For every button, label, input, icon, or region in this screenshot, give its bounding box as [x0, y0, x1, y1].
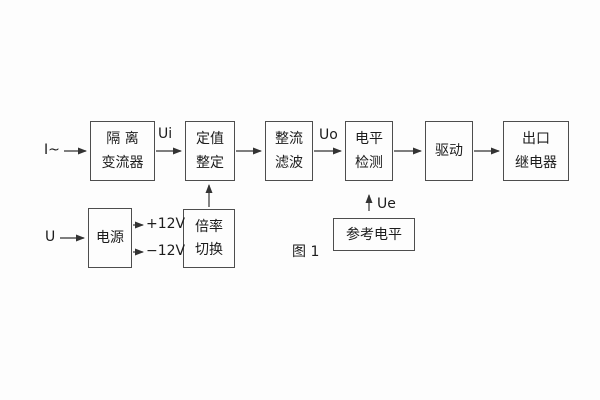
block-line: 电源 [96, 230, 124, 246]
block-output-relay: 出口 继电器 [503, 121, 569, 181]
block-ratio-switch: 倍率 切换 [183, 209, 235, 268]
block-line: 出口 [522, 131, 550, 147]
label-input-current: I~ [44, 142, 60, 158]
block-line: 电平 [355, 131, 383, 147]
label-plus-12v: +12V [146, 216, 186, 232]
label-ue-signal: Ue [377, 196, 396, 212]
label-minus-12v: −12V [146, 243, 186, 259]
block-line: 整流 [275, 131, 303, 147]
block-reference-level: 参考电平 [333, 218, 415, 251]
block-line: 变流器 [101, 155, 144, 171]
block-rectifier-filter: 整流 滤波 [265, 121, 313, 181]
figure-caption: 图 1 [292, 244, 320, 260]
block-line: 继电器 [515, 155, 557, 171]
block-line: 定值 [196, 131, 224, 147]
label-ui-signal: Ui [158, 126, 173, 142]
block-level-detect: 电平 检测 [345, 121, 393, 181]
block-line: 参考电平 [346, 226, 402, 243]
block-line: 整定 [196, 155, 224, 171]
block-setpoint-adjust: 定值 整定 [185, 121, 235, 181]
block-power-supply: 电源 [88, 208, 132, 268]
block-line: 倍率 [195, 218, 223, 235]
block-isolation-transformer: 隔 离 变流器 [90, 121, 155, 181]
block-driver: 驱动 [425, 121, 473, 181]
block-line: 滤波 [275, 155, 303, 171]
block-line: 隔 离 [106, 131, 139, 147]
block-line: 检测 [355, 155, 383, 171]
label-input-voltage: U [45, 229, 56, 245]
label-uo-signal: Uo [319, 127, 338, 143]
block-line: 驱动 [435, 143, 463, 159]
block-line: 切换 [195, 242, 223, 259]
